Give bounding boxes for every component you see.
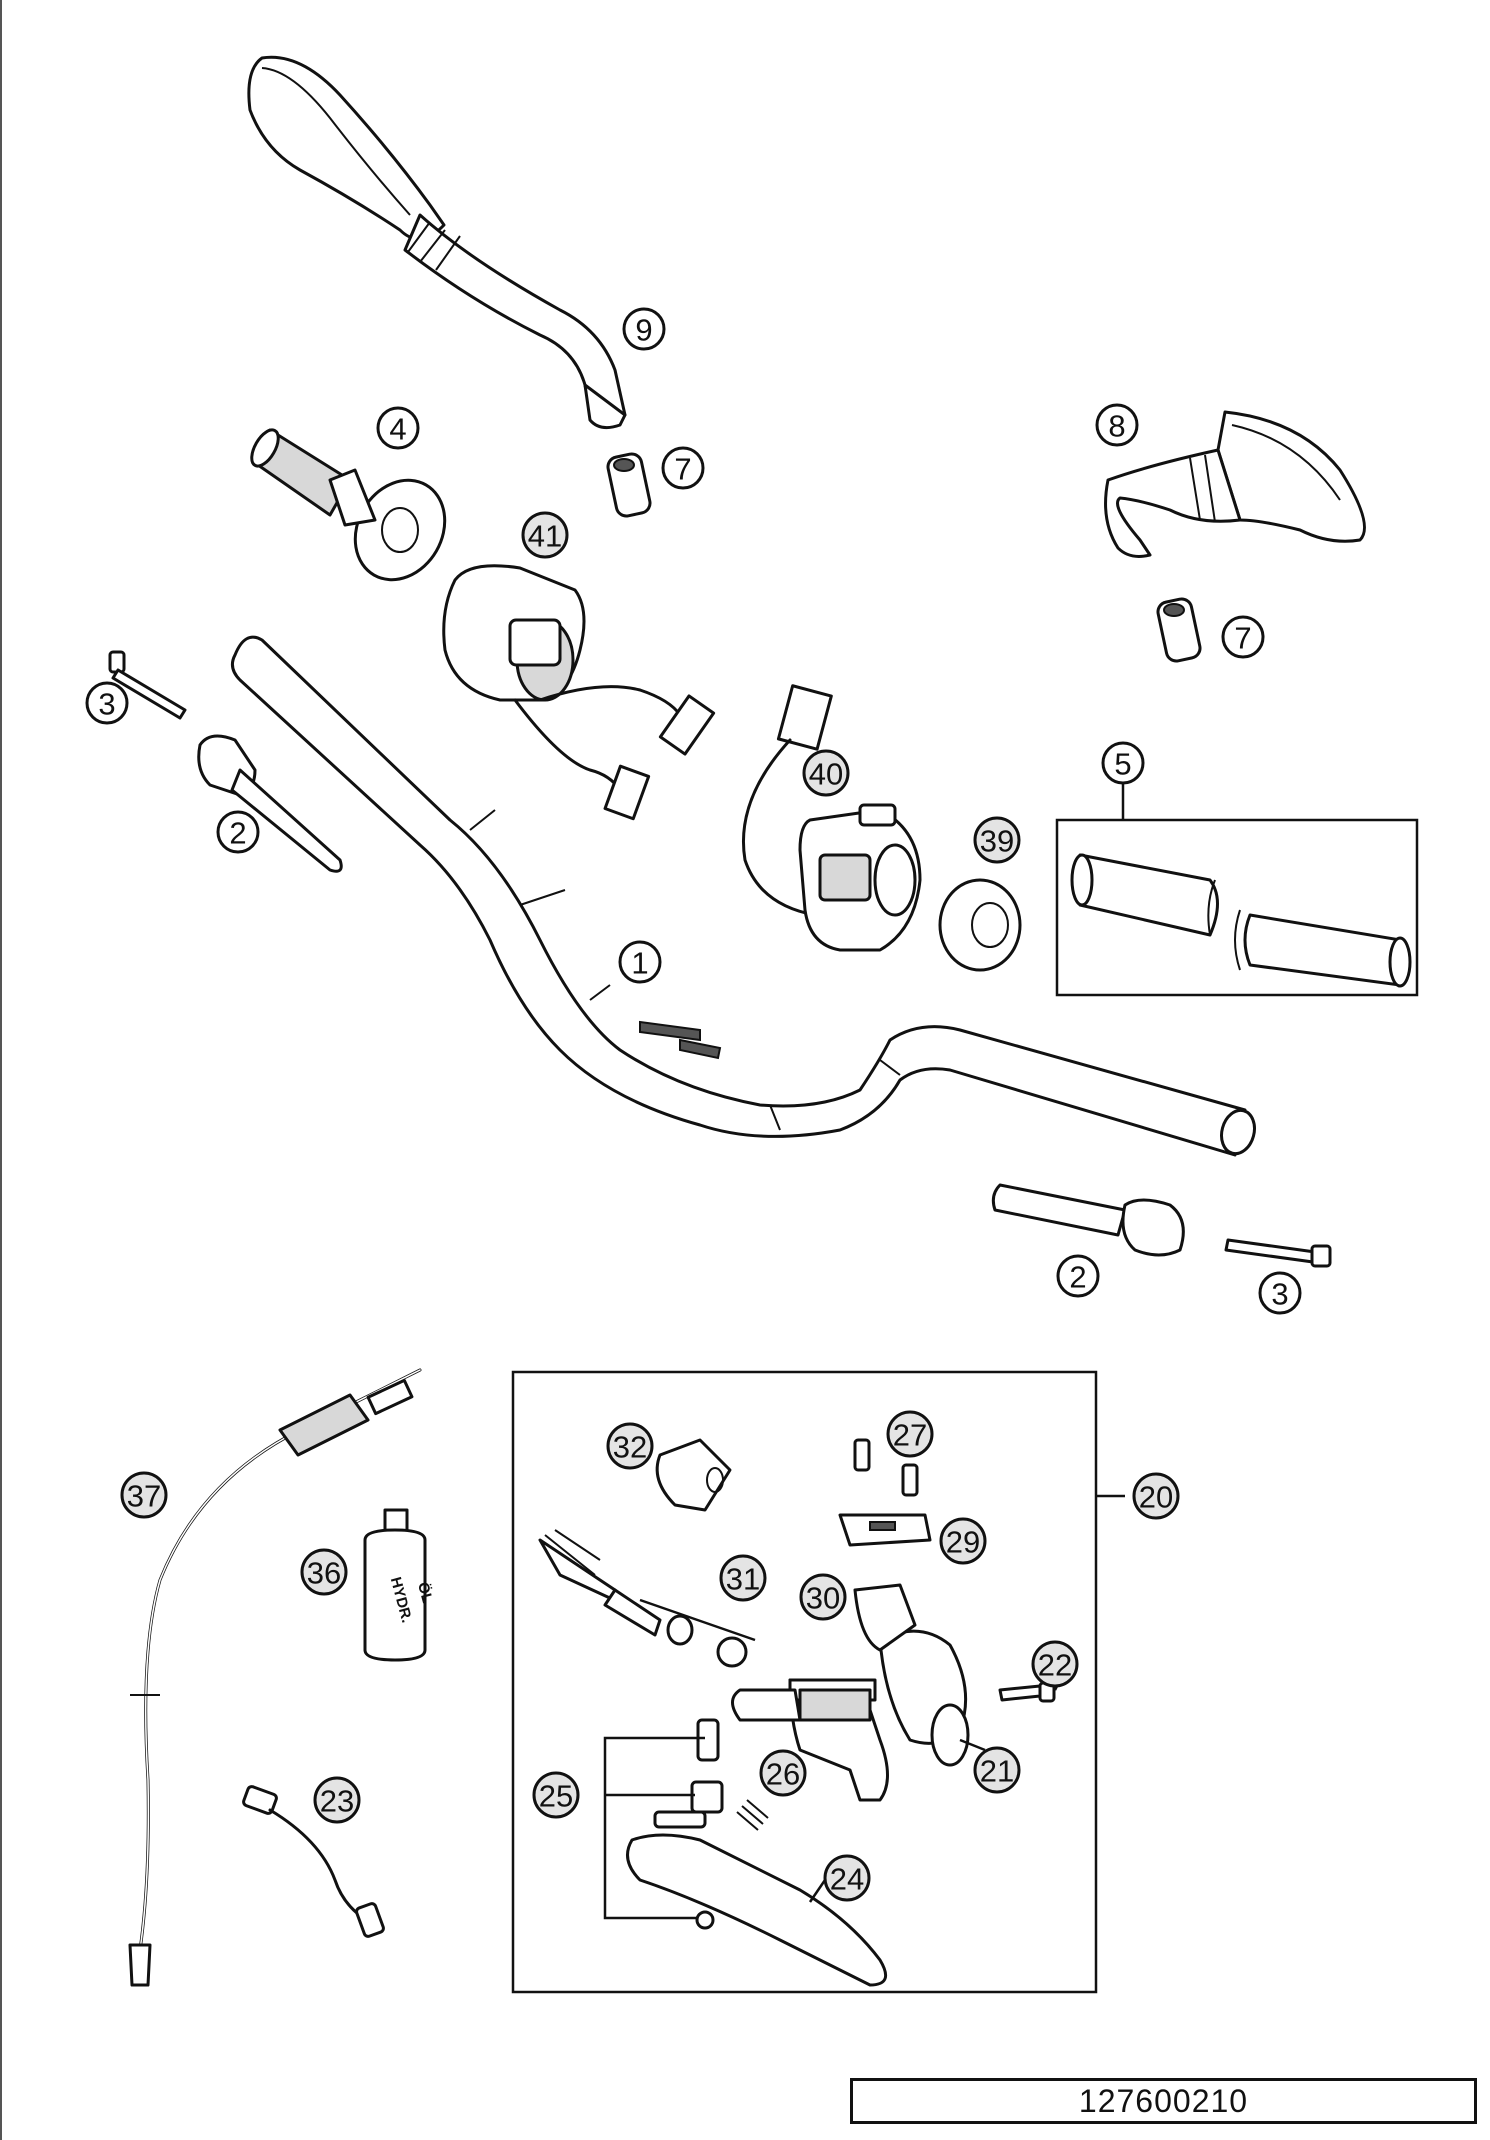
master-cylinder-group-box: [511, 1370, 1098, 1994]
svg-text:2: 2: [1069, 1260, 1086, 1295]
left-handlebar-switch-part[interactable]: [442, 564, 716, 821]
svg-text:25: 25: [539, 1779, 573, 1814]
hydraulic-oil-bottle-part[interactable]: HYDR. ÖL: [363, 1508, 436, 1662]
spring-part[interactable]: [736, 1799, 769, 1831]
bolt-right-part[interactable]: [1224, 1238, 1332, 1268]
svg-text:27: 27: [893, 1418, 927, 1453]
brake-lever-part[interactable]: [626, 1810, 888, 1987]
callout-5: 5: [1101, 741, 1145, 785]
callout-21: 21: [973, 1746, 1021, 1794]
callout-22: 22: [1031, 1640, 1079, 1688]
right-handlebar-switch-part[interactable]: [741, 684, 922, 952]
callout-24: 24: [823, 1854, 871, 1902]
svg-text:26: 26: [766, 1757, 800, 1792]
svg-text:40: 40: [809, 757, 843, 792]
diaphragm-part[interactable]: [853, 1583, 917, 1652]
handlebar-part[interactable]: [230, 635, 1259, 1157]
callout-3b: 3: [1258, 1271, 1302, 1315]
callout-4: 4: [376, 406, 420, 450]
svg-text:3: 3: [98, 687, 115, 722]
bolt-left-part[interactable]: [108, 650, 187, 720]
svg-text:8: 8: [1108, 409, 1125, 444]
bar-end-weight-upper-part[interactable]: [606, 452, 652, 518]
callout-40: 40: [802, 749, 850, 797]
callout-30: 30: [799, 1573, 847, 1621]
callout-7b: 7: [1221, 615, 1265, 659]
leader-24: [808, 1879, 827, 1903]
callout-36: 36: [300, 1548, 348, 1596]
grip-set-part[interactable]: [1055, 818, 1419, 997]
svg-text:4: 4: [389, 412, 406, 447]
svg-text:23: 23: [320, 1784, 354, 1819]
page-edge-rule: [0, 0, 2, 2140]
svg-text:39: 39: [980, 824, 1014, 859]
reservoir-cover-part[interactable]: [838, 1513, 932, 1547]
svg-text:31: 31: [726, 1562, 760, 1597]
drawing-number-box: 127600210: [850, 2078, 1477, 2124]
bar-end-weight-lower-part[interactable]: [1156, 597, 1202, 663]
mounting-bolt-part[interactable]: [998, 1681, 1056, 1703]
callout-27: 27: [886, 1410, 934, 1458]
brake-light-switch-part[interactable]: [242, 1785, 385, 1938]
svg-text:5: 5: [1114, 747, 1131, 782]
spacer-ring-part[interactable]: [938, 878, 1022, 972]
svg-text:21: 21: [980, 1754, 1014, 1789]
callout-41: 41: [521, 511, 569, 559]
svg-text:7: 7: [1234, 621, 1251, 656]
callout-26: 26: [759, 1749, 807, 1797]
mirror-right-part[interactable]: [1104, 410, 1366, 558]
callout-23: 23: [313, 1776, 361, 1824]
callout-31: 31: [719, 1554, 767, 1602]
callout-29: 29: [939, 1517, 987, 1565]
lever-pivot-part[interactable]: [603, 1718, 724, 1920]
svg-text:37: 37: [127, 1479, 161, 1514]
mirror-left-part[interactable]: [247, 55, 627, 430]
leader-21: [959, 1738, 986, 1752]
piston-kit-part[interactable]: [538, 1529, 756, 1668]
brake-hose-part[interactable]: [128, 1368, 422, 1987]
svg-text:24: 24: [830, 1862, 864, 1897]
svg-text:41: 41: [528, 519, 562, 554]
svg-text:9: 9: [635, 313, 652, 348]
callout-8: 8: [1095, 403, 1139, 447]
callout-7a: 7: [661, 446, 705, 490]
svg-text:29: 29: [946, 1525, 980, 1560]
svg-text:32: 32: [613, 1430, 647, 1465]
master-cylinder-part[interactable]: [731, 1629, 970, 1802]
svg-text:3: 3: [1271, 1277, 1288, 1312]
callout-39: 39: [973, 816, 1021, 864]
callout-25: 25: [532, 1771, 580, 1819]
svg-text:2: 2: [229, 816, 246, 851]
svg-text:7: 7: [674, 452, 691, 487]
callout-20: 20: [1132, 1472, 1180, 1520]
svg-text:20: 20: [1139, 1480, 1173, 1515]
svg-text:30: 30: [806, 1581, 840, 1616]
bar-end-insert-left-part[interactable]: [197, 734, 343, 873]
screws-part[interactable]: [853, 1438, 919, 1497]
callout-9: 9: [622, 307, 666, 351]
callout-37: 37: [120, 1471, 168, 1519]
callout-2a: 2: [216, 810, 260, 854]
callout-1: 1: [618, 940, 662, 984]
callout-32: 32: [606, 1422, 654, 1470]
bar-end-insert-right-part[interactable]: [991, 1183, 1185, 1257]
svg-text:36: 36: [307, 1556, 341, 1591]
svg-text:1: 1: [631, 946, 648, 981]
callout-3a: 3: [85, 681, 129, 725]
bottle-label-line2: ÖL: [414, 1580, 436, 1605]
clamp-part[interactable]: [655, 1438, 732, 1512]
callout-2b: 2: [1056, 1254, 1100, 1298]
throttle-grip-part[interactable]: [246, 426, 462, 596]
svg-text:22: 22: [1038, 1648, 1072, 1683]
